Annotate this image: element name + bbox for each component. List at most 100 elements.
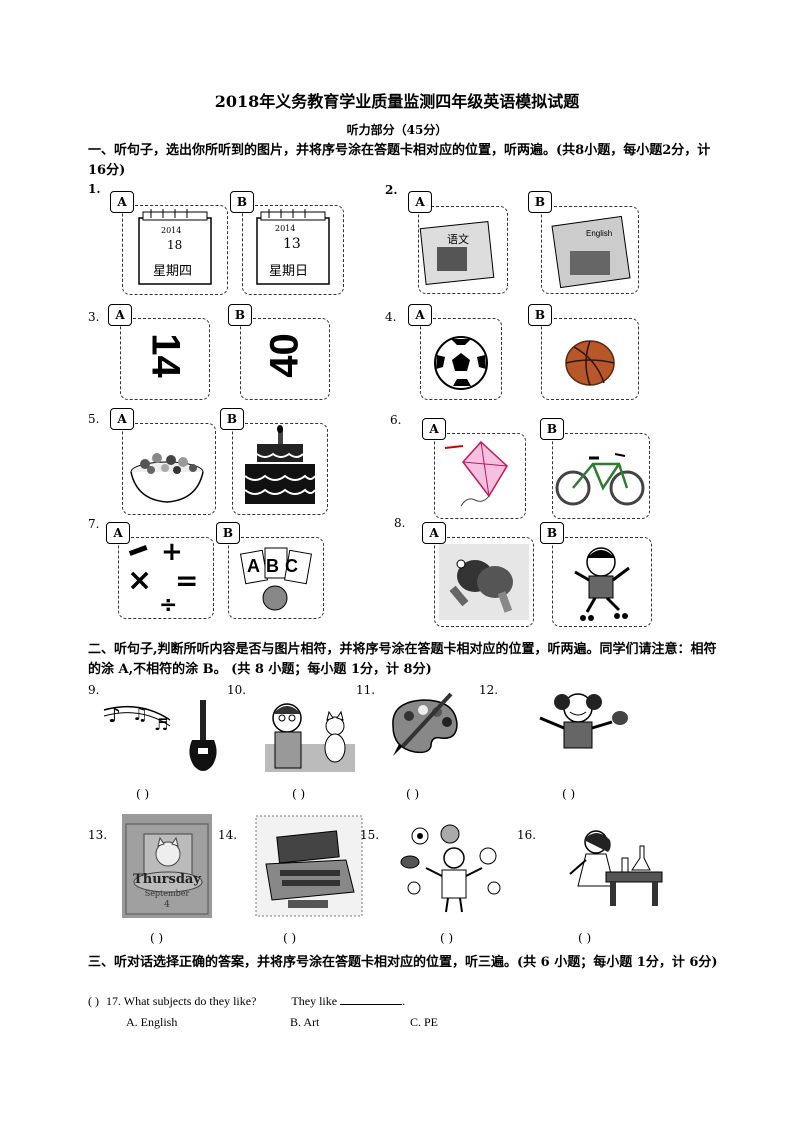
q1b-day: 13 <box>283 236 301 252</box>
q2b-book-title: English <box>586 229 613 238</box>
q4-option-b-card[interactable] <box>541 318 639 400</box>
q9-answer-parentheses[interactable]: ( ) <box>136 787 150 801</box>
boy-with-balls-icon <box>400 824 501 913</box>
alphabet-cards-icon <box>239 547 313 611</box>
q17-option-b[interactable]: B. Art <box>290 1015 320 1029</box>
question-15-number: 15. <box>360 828 380 842</box>
q2-tag-a: A <box>408 191 432 213</box>
q1a-year: 2014 <box>161 226 182 235</box>
question-1-number: 1. <box>88 182 101 196</box>
q4-tag-b: B <box>528 304 552 326</box>
question-11-number: 11. <box>356 683 376 697</box>
q6-option-a-card[interactable] <box>434 433 526 519</box>
section2-instruction: 二、听句子,判断所听内容是否与图片相符，并将序号涂在答题卡相对应的位置，听两遍。… <box>88 642 717 677</box>
calendar-date: 4 <box>164 900 170 910</box>
cat-calendar-icon <box>125 823 209 915</box>
girl-science-lab-icon <box>569 830 663 906</box>
question-3-number: 3. <box>88 310 100 324</box>
q4-option-a-card[interactable] <box>420 318 502 400</box>
q7b-letters: ABC <box>247 556 304 576</box>
question-10-number: 10. <box>227 683 247 697</box>
svg-text:♪: ♪ <box>108 703 121 727</box>
chinese-book-icon <box>419 221 495 285</box>
q8-option-a-card[interactable] <box>434 537 534 627</box>
q1-tag-b: B <box>230 191 254 213</box>
q2a-book-title: 语文 <box>447 233 469 246</box>
paint-palette-icon <box>392 692 458 756</box>
svg-text:♫: ♫ <box>132 704 148 725</box>
q10-answer-parentheses[interactable]: ( ) <box>292 787 306 801</box>
q17-answer-blank[interactable] <box>340 993 403 1005</box>
question-7-number: 7. <box>88 517 100 531</box>
q15-answer-parentheses[interactable]: ( ) <box>440 931 454 945</box>
q1-option-a-card[interactable]: 2014 18 星期四 <box>122 205 228 295</box>
q7-tag-b: B <box>216 522 240 544</box>
q1a-day: 18 <box>167 238 183 252</box>
birthday-cake-icon <box>244 425 316 504</box>
question-16-number: 16. <box>517 828 537 842</box>
cereal-bowl-icon <box>130 453 204 503</box>
q6-option-b-card[interactable] <box>552 433 650 519</box>
girl-with-cat-icon <box>265 703 355 772</box>
svg-text:=: = <box>175 564 198 597</box>
q6-tag-a: A <box>422 418 446 440</box>
q8-tag-a: A <box>422 522 446 544</box>
q3-tag-b: B <box>228 304 252 326</box>
english-book-icon <box>551 215 631 289</box>
music-guitar-icon: ♪ ♫ ♬ <box>103 700 217 771</box>
q5-option-a-card[interactable] <box>122 423 216 515</box>
q2-option-a-card[interactable]: 语文 <box>418 206 508 294</box>
q8-option-b-card[interactable] <box>552 537 652 627</box>
q5-tag-a: A <box>110 408 134 430</box>
q17-option-c[interactable]: C. PE <box>410 1015 439 1029</box>
section3-instruction: 三、听对话选择正确的答案，并将序号涂在答题卡相对应的位置，听三遍。(共 6 小题… <box>88 955 718 970</box>
question-2-number: 2. <box>385 183 398 197</box>
q2-option-b-card[interactable]: English <box>541 206 639 294</box>
q3-tag-a: A <box>108 304 132 326</box>
q2-tag-b: B <box>528 191 552 213</box>
q11-answer-parentheses[interactable]: ( ) <box>406 787 420 801</box>
q3-option-b-card[interactable]: 40 <box>240 318 330 400</box>
q5-option-b-card[interactable] <box>232 423 328 515</box>
q17-answer-parentheses[interactable]: ( ) <box>88 994 99 1008</box>
page-title: 2018年义务教育学业质量监测四年级英语模拟试题 <box>214 92 580 111</box>
q16-answer-parentheses[interactable]: ( ) <box>578 931 592 945</box>
q7-tag-a: A <box>106 522 130 544</box>
svg-text:♬: ♬ <box>154 715 168 734</box>
bicycle-icon <box>555 453 645 506</box>
q4-tag-a: A <box>408 304 432 326</box>
question-13-number: 13. <box>88 828 108 842</box>
q13-answer-parentheses[interactable]: ( ) <box>150 931 164 945</box>
calendar-month: September <box>144 889 190 898</box>
soccer-ball-icon <box>434 336 488 390</box>
math-symbols-icon: + × = ÷ <box>127 537 198 618</box>
q7-option-a-card[interactable]: + × = ÷ <box>118 537 214 619</box>
q12-answer-parentheses[interactable]: ( ) <box>562 787 576 801</box>
q17-answer-suffix: . <box>402 994 406 1008</box>
question-5-number: 5. <box>88 412 100 426</box>
q17-option-a[interactable]: A. English <box>126 1015 178 1029</box>
q5-tag-b: B <box>220 408 244 430</box>
q3-option-a-card[interactable]: 14 <box>120 318 210 400</box>
question-6-number: 6. <box>390 413 402 427</box>
computer-keyboard-icon <box>255 815 363 917</box>
q17-question-text: 17. What subjects do they like? <box>106 994 257 1008</box>
q8-tag-b: B <box>540 522 564 544</box>
question-14-number: 14. <box>218 828 238 842</box>
q14-answer-parentheses[interactable]: ( ) <box>283 931 297 945</box>
q1b-year: 2014 <box>275 224 296 233</box>
q1a-weekday: 星期四 <box>153 264 193 279</box>
q1-option-b-card[interactable]: 2014 13 星期日 <box>242 205 344 295</box>
section1-instruction: 一、听句子，选出你所听到的图片，并将序号涂在答题卡相对应的位置，听两遍。(共8小… <box>88 143 711 178</box>
calendar-weekday: Thursday <box>133 872 201 887</box>
girl-playing-ping-pong-icon <box>539 693 628 749</box>
kite-icon <box>444 440 508 507</box>
svg-text:×: × <box>127 563 152 598</box>
q17-answer-prefix: They like <box>291 994 338 1008</box>
thursday-calendar: Thursday September 4 <box>122 814 212 918</box>
calendar-icon <box>256 209 330 285</box>
q7-option-b-card[interactable]: ABC <box>228 537 324 619</box>
ping-pong-paddles-icon <box>439 544 529 620</box>
question-4-number: 4. <box>385 310 397 324</box>
question-9-number: 9. <box>88 683 100 697</box>
